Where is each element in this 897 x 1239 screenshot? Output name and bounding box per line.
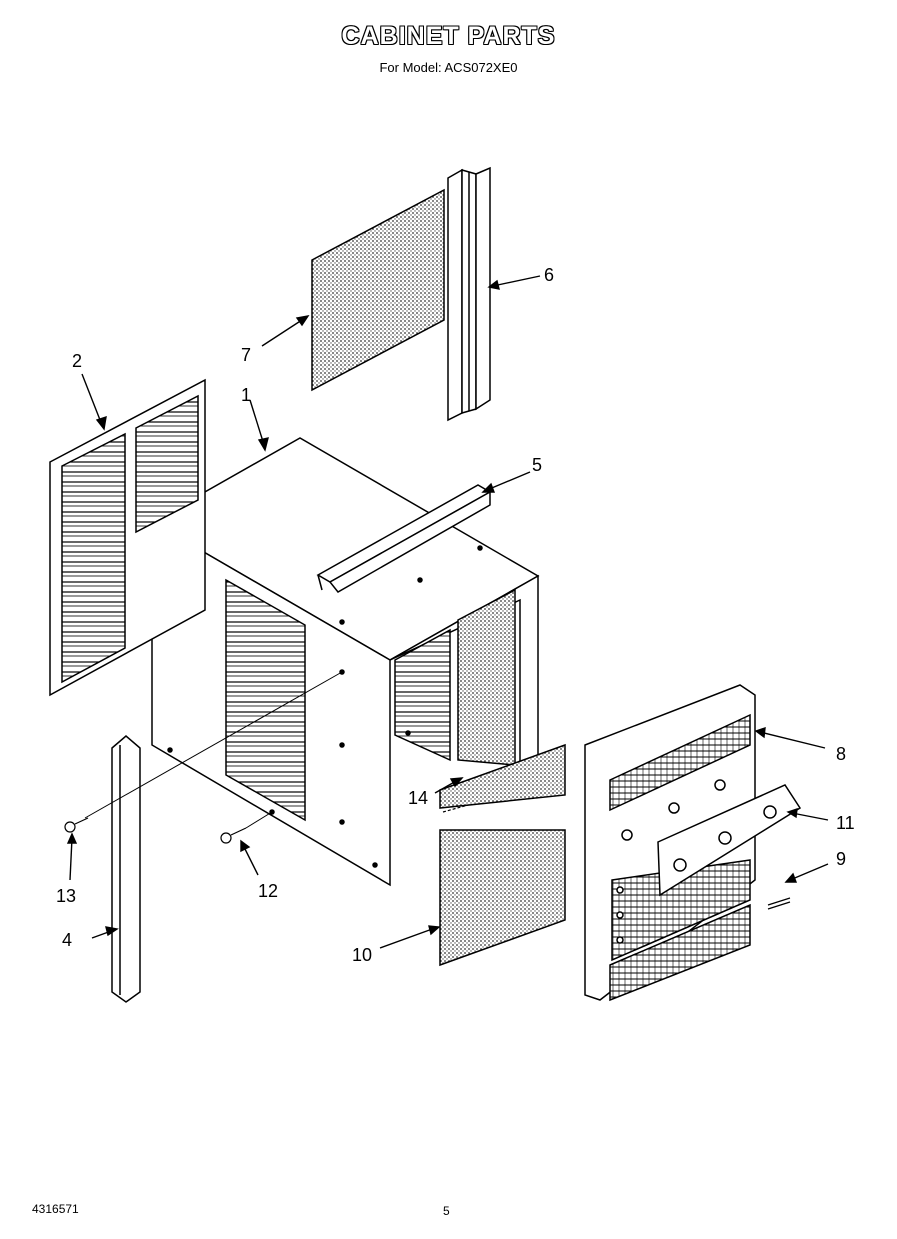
page-title: CABINET PARTS: [341, 22, 556, 50]
screw-12-part: [220, 827, 247, 844]
top-filter-part: [311, 188, 445, 392]
leader-lines: [84, 671, 343, 829]
top-channel-part: [316, 484, 492, 593]
callout-10: 10: [352, 945, 373, 965]
callout-4: 4: [62, 930, 73, 950]
callout-2: 2: [72, 351, 83, 371]
corner-post-part: [111, 735, 141, 1003]
cabinet-wrapper-part: [150, 437, 540, 887]
front-filter-part: [439, 743, 566, 967]
page-number: 5: [443, 1204, 450, 1218]
model-subtitle: For Model: ACS072XE0: [379, 60, 518, 75]
wire-part: [767, 897, 791, 910]
callout-14: 14: [408, 788, 429, 808]
callout-1: 1: [241, 385, 252, 405]
control-plate-part: [657, 784, 802, 897]
callout-arrows: [66, 275, 829, 949]
side-rail-part: [447, 166, 491, 422]
screw-13-part: [64, 817, 89, 833]
callout-12: 12: [258, 881, 279, 901]
callout-13: 13: [56, 886, 77, 906]
callout-7: 7: [241, 345, 252, 365]
callout-6: 6: [544, 265, 555, 285]
document-number: 4316571: [32, 1202, 79, 1216]
callout-8: 8: [836, 744, 847, 764]
callout-11: 11: [836, 813, 855, 833]
side-louver-panel-part: [49, 378, 206, 697]
callout-5: 5: [532, 455, 543, 475]
callout-9: 9: [836, 849, 847, 869]
